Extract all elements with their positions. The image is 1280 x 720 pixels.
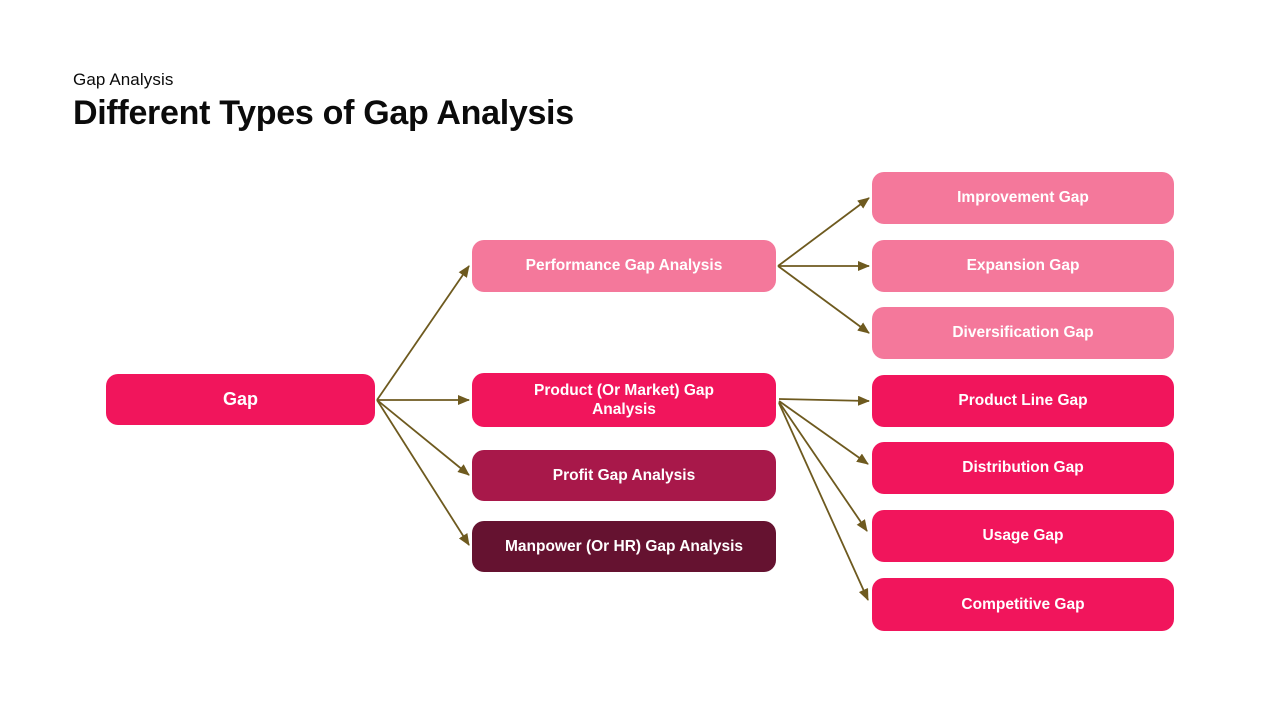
node-competitive-gap: Competitive Gap	[872, 578, 1174, 631]
page-title: Different Types of Gap Analysis	[73, 94, 574, 132]
node-product-line-gap: Product Line Gap	[872, 375, 1174, 427]
slide-header: Gap Analysis Different Types of Gap Anal…	[73, 70, 574, 133]
node-distribution-gap: Distribution Gap	[872, 442, 1174, 494]
arrow-product-competitive	[778, 402, 869, 601]
eyebrow-label: Gap Analysis	[73, 70, 174, 89]
arrow-gap-performance	[376, 265, 470, 401]
node-gap: Gap	[106, 374, 375, 425]
arrow-performance-improvement	[777, 197, 870, 267]
node-usage-gap: Usage Gap	[872, 510, 1174, 562]
node-performance-gap-analysis: Performance Gap Analysis	[472, 240, 776, 292]
arrow-product-distribution	[778, 400, 869, 465]
arrow-gap-manpower	[376, 399, 470, 546]
node-expansion-gap: Expansion Gap	[872, 240, 1174, 292]
node-diversification-gap: Diversification Gap	[872, 307, 1174, 359]
node-profit-gap-analysis: Profit Gap Analysis	[472, 450, 776, 501]
node-manpower-or-hr-gap-analysis: Manpower (Or HR) Gap Analysis	[472, 521, 776, 572]
arrow-performance-diversification	[777, 265, 870, 334]
node-improvement-gap: Improvement Gap	[872, 172, 1174, 224]
arrow-product-usage	[778, 401, 868, 532]
arrow-gap-profit	[376, 399, 470, 476]
node-product-or-market-gap-analysis: Product (Or Market) Gap Analysis	[472, 373, 776, 427]
arrow-product-product-line	[778, 395, 870, 406]
